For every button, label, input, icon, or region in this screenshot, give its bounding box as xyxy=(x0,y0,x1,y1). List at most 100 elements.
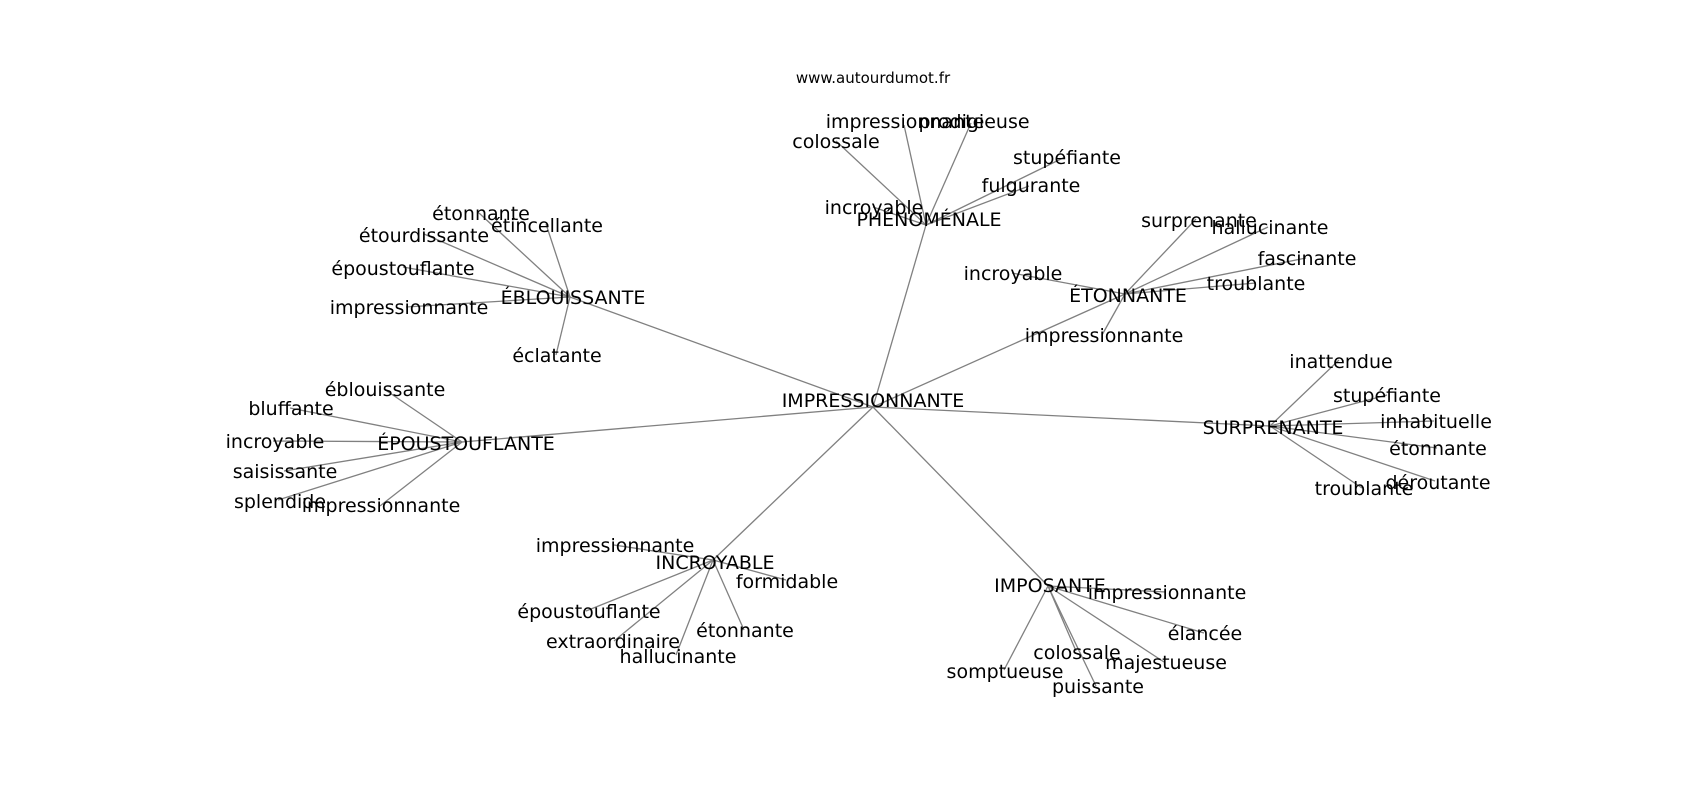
edge-surprenante-troublante xyxy=(1269,425,1363,489)
leaf-word-incroyable-hallucinante: hallucinante xyxy=(620,646,737,668)
leaf-word-etonnante-incroyable: incroyable xyxy=(964,263,1063,285)
edge-etonnante-troublante xyxy=(1124,282,1257,295)
edge-phenomenale-fulgurante xyxy=(925,185,1030,226)
leaf-word-phenomenale-impressionnante: impressionnante xyxy=(826,111,985,133)
graph-edges xyxy=(272,122,1438,687)
hub-word-eblouissante: ÉBLOUISSANTE xyxy=(501,286,646,309)
edge-center-eblouissante xyxy=(569,296,874,408)
edge-eblouissante-impressionnante xyxy=(405,296,571,308)
edge-phenomenale-incroyable xyxy=(872,206,927,226)
edge-etonnante-hallucinante xyxy=(1124,226,1269,295)
leaf-word-etonnante-impressionnante: impressionnante xyxy=(1025,325,1184,347)
leaf-word-imposante-impressionnante: impressionnante xyxy=(1088,582,1247,604)
graph-labels: impressionnanteprodigieusecolossalestupé… xyxy=(226,69,1492,698)
edge-center-surprenante xyxy=(872,406,1271,427)
leaf-word-epoustouflante-saisissante: saisissante xyxy=(233,461,338,483)
leaf-word-eblouissante-eclatante: éclatante xyxy=(512,345,601,367)
edge-center-epoustouflante xyxy=(461,406,874,443)
leaf-word-phenomenale-fulgurante: fulgurante xyxy=(982,175,1081,197)
edge-surprenante-inattendue xyxy=(1269,359,1340,427)
edge-incroyable-extraordinaire xyxy=(613,559,714,642)
edge-incroyable-epoustouflante xyxy=(585,559,714,612)
edge-imposante-somptueuse xyxy=(1003,585,1049,671)
center-word: IMPRESSIONNANTE xyxy=(782,390,965,412)
edge-incroyable-formidable xyxy=(712,559,787,581)
leaf-word-imposante-colossale: colossale xyxy=(1033,642,1120,664)
edge-imposante-elancee xyxy=(1047,585,1205,634)
leaf-word-imposante-puissante: puissante xyxy=(1052,676,1144,698)
leaf-word-etonnante-hallucinante: hallucinante xyxy=(1212,217,1329,239)
leaf-word-phenomenale-incroyable: incroyable xyxy=(825,197,924,219)
leaf-word-epoustouflante-bluffante: bluffante xyxy=(248,398,333,420)
edge-eblouissante-epoustouflante xyxy=(402,266,571,298)
edge-phenomenale-stupefiante xyxy=(925,156,1066,226)
edge-surprenante-etonnante xyxy=(1269,425,1438,449)
edge-center-incroyable xyxy=(712,406,874,561)
leaf-word-eblouissante-etourdissante: étourdissante xyxy=(359,225,489,247)
leaf-word-epoustouflante-incroyable: incroyable xyxy=(226,431,325,453)
edge-eblouissante-etonnante xyxy=(478,212,571,298)
leaf-word-etonnante-fascinante: fascinante xyxy=(1258,248,1357,270)
edge-phenomenale-impressionnante xyxy=(903,124,927,226)
hub-word-imposante: IMPOSANTE xyxy=(994,575,1106,597)
leaf-word-surprenante-inhabituelle: inhabituelle xyxy=(1380,411,1492,433)
edge-etonnante-impressionnante xyxy=(1101,293,1126,336)
edge-center-phenomenale xyxy=(872,224,927,408)
edge-surprenante-inhabituelle xyxy=(1269,420,1435,427)
leaf-word-etonnante-surprenante: surprenante xyxy=(1141,210,1257,232)
edge-surprenante-deroutante xyxy=(1269,425,1436,482)
edge-imposante-puissante xyxy=(1047,585,1097,687)
leaf-word-surprenante-inattendue: inattendue xyxy=(1289,351,1392,373)
edge-incroyable-etonnante xyxy=(712,559,745,631)
edge-etonnante-fascinante xyxy=(1124,257,1307,295)
edge-eblouissante-eclatante xyxy=(555,296,571,356)
edge-incroyable-hallucinante xyxy=(675,559,714,656)
leaf-word-incroyable-impressionnante: impressionnante xyxy=(536,535,695,557)
leaf-word-etonnante-troublante: troublante xyxy=(1207,273,1306,295)
leaf-word-epoustouflante-splendide: splendide xyxy=(234,491,326,513)
edge-epoustouflante-saisissante xyxy=(283,441,463,472)
edge-etonnante-incroyable xyxy=(1011,272,1126,295)
hub-word-etonnante: ÉTONNANTE xyxy=(1069,284,1187,307)
hub-word-phenomenale: PHÉNOMÉNALE xyxy=(856,208,1001,231)
leaf-word-imposante-somptueuse: somptueuse xyxy=(947,661,1064,683)
edge-surprenante-stupefiante xyxy=(1269,394,1388,427)
leaf-word-epoustouflante-eblouissante: éblouissante xyxy=(325,379,446,401)
edge-etonnante-surprenante xyxy=(1124,218,1197,295)
edge-center-imposante xyxy=(872,406,1049,587)
edge-imposante-impressionnante xyxy=(1047,585,1167,593)
edge-epoustouflante-impressionnante xyxy=(379,441,463,507)
edge-epoustouflante-eblouissante xyxy=(383,388,463,443)
leaf-word-incroyable-epoustouflante: époustouflante xyxy=(517,601,660,623)
leaf-word-surprenante-deroutante: déroutante xyxy=(1385,472,1490,494)
leaf-word-imposante-majestueuse: majestueuse xyxy=(1105,652,1227,674)
edge-center-etonnante xyxy=(872,293,1126,408)
leaf-word-phenomenale-stupefiante: stupéfiante xyxy=(1013,147,1121,169)
edge-eblouissante-etourdissante xyxy=(423,233,571,298)
leaf-word-eblouissante-impressionnante: impressionnante xyxy=(330,297,489,319)
leaf-word-incroyable-etonnante: étonnante xyxy=(696,620,794,642)
edge-phenomenale-prodigieuse xyxy=(925,122,972,226)
edge-epoustouflante-incroyable xyxy=(272,440,463,443)
hub-word-incroyable: INCROYABLE xyxy=(656,552,775,574)
leaf-word-phenomenale-colossale: colossale xyxy=(792,131,879,153)
leaf-word-phenomenale-prodigieuse: prodigieuse xyxy=(918,111,1029,133)
source-label: www.autourdumot.fr xyxy=(796,69,951,87)
leaf-word-incroyable-formidable: formidable xyxy=(736,571,838,593)
leaf-word-imposante-elancee: élancée xyxy=(1168,623,1242,645)
leaf-word-epoustouflante-impressionnante: impressionnante xyxy=(302,495,461,517)
leaf-word-surprenante-etonnante: étonnante xyxy=(1389,438,1487,460)
leaf-word-surprenante-stupefiante: stupéfiante xyxy=(1333,385,1441,407)
edge-epoustouflante-bluffante xyxy=(289,407,463,443)
edge-incroyable-impressionnante xyxy=(613,544,714,561)
edge-imposante-majestueuse xyxy=(1047,585,1165,663)
leaf-word-eblouissante-etincellante: étincellante xyxy=(491,215,603,237)
leaf-word-incroyable-extraordinaire: extraordinaire xyxy=(546,631,680,653)
edge-epoustouflante-splendide xyxy=(277,441,463,501)
leaf-word-eblouissante-epoustouflante: époustouflante xyxy=(331,258,474,280)
edge-eblouissante-etincellante xyxy=(545,223,571,298)
hub-word-surprenante: SURPRENANTE xyxy=(1203,417,1344,439)
leaf-word-surprenante-troublante: troublante xyxy=(1315,478,1414,500)
edge-phenomenale-colossale xyxy=(835,140,927,226)
